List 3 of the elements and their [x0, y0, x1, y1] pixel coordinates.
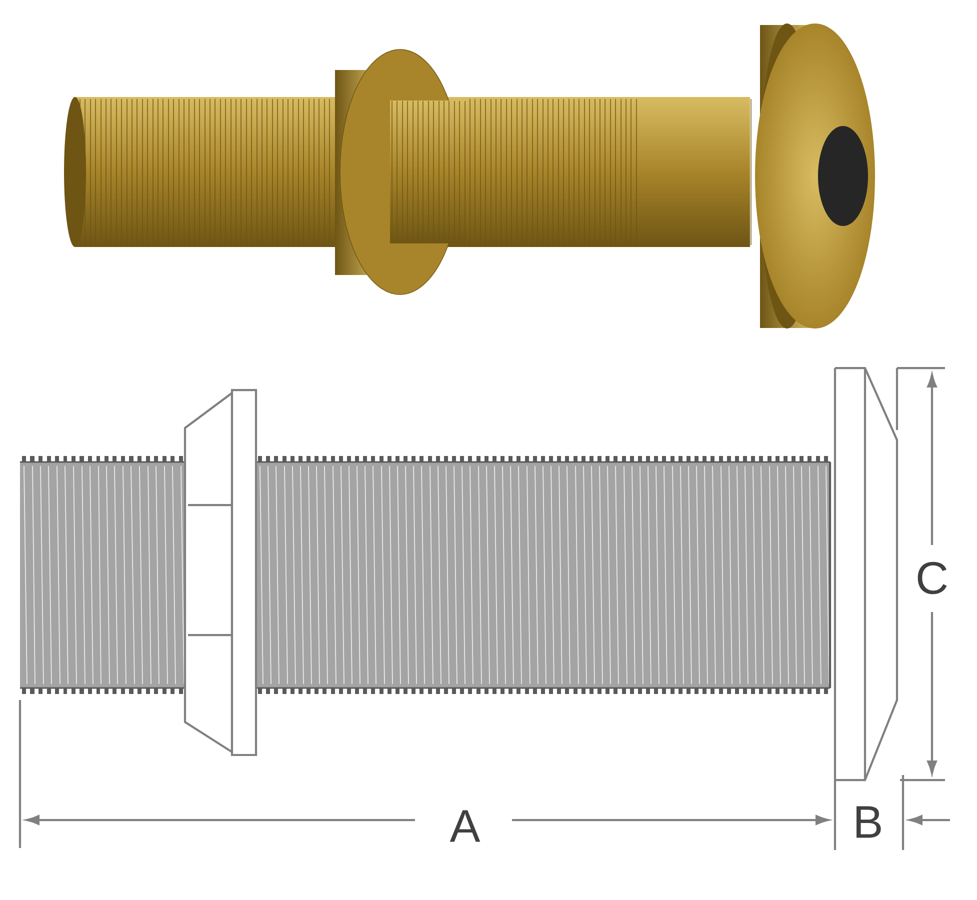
dimension-label: C	[918, 562, 947, 594]
dimension-label: A	[450, 810, 480, 842]
dimension-label: B	[856, 806, 881, 838]
